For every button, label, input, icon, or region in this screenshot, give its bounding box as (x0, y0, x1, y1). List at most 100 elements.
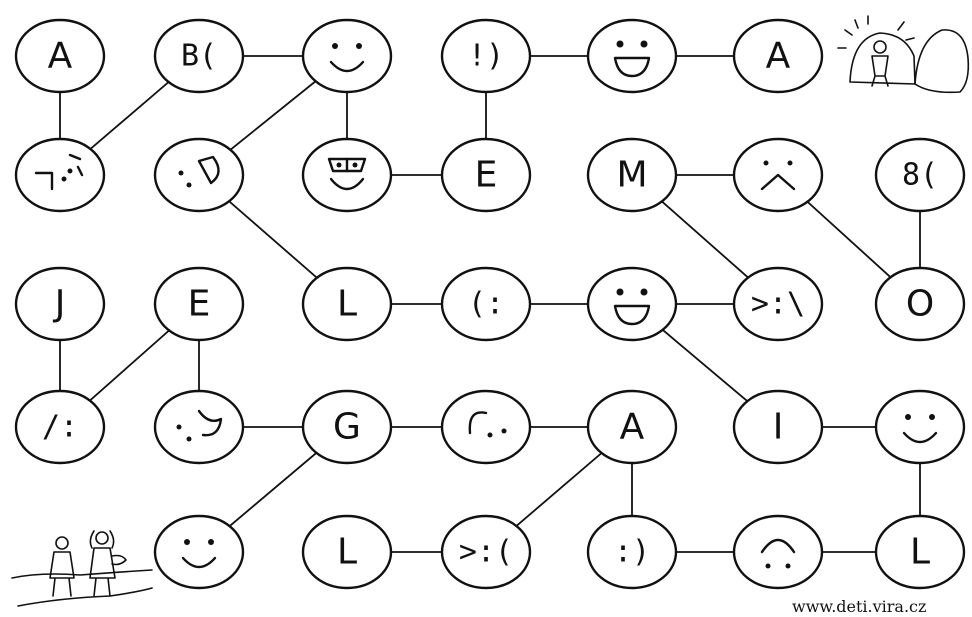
maze-node-r4c1: /: (14, 389, 106, 465)
maze-node-r5c2 (153, 514, 245, 590)
node-label: A (766, 36, 791, 77)
node-ring (153, 137, 245, 213)
maze-node-r2c2 (153, 137, 245, 213)
smile-face-icon (329, 43, 365, 73)
node-label: A (620, 407, 645, 448)
frown-face-icon (760, 160, 796, 191)
node-label: M (616, 155, 647, 196)
node-label: I (773, 407, 784, 448)
node-ring (874, 389, 966, 465)
arch-face-icon (760, 538, 796, 569)
node-label: :) (614, 535, 650, 570)
node-ring (586, 137, 678, 213)
maze-node-r1c1: A (14, 18, 106, 94)
node-label: (: (468, 287, 504, 322)
tongue-face-icon (178, 155, 220, 188)
maze-node-r1c3 (301, 18, 393, 94)
node-ring (440, 389, 532, 465)
node-ring (14, 137, 106, 213)
node-ring (874, 266, 966, 342)
maze-node-r3c5 (586, 266, 678, 342)
maze-node-r2c4: E (440, 137, 532, 213)
maze-node-r3c7: O (874, 266, 966, 342)
children-icon (11, 530, 153, 607)
node-label: !) (468, 39, 504, 74)
node-ring (586, 18, 678, 94)
node-label: E (475, 155, 498, 196)
node-label: >:\ (751, 287, 805, 322)
node-label: 8( (902, 158, 938, 193)
node-label: A (48, 36, 73, 77)
node-ring (440, 137, 532, 213)
node-ring (153, 266, 245, 342)
smile-face-icon (902, 414, 938, 444)
node-ring (586, 514, 678, 590)
node-ring (874, 137, 966, 213)
node-label: >:( (459, 535, 513, 570)
maze-node-r2c3 (301, 137, 393, 213)
node-label: B( (181, 39, 217, 74)
maze-node-r2c5: M (586, 137, 678, 213)
node-ring (301, 18, 393, 94)
maze-node-r4c3: G (301, 389, 393, 465)
maze-node-r2c7: 8( (874, 137, 966, 213)
node-ring (732, 514, 824, 590)
maze-node-r5c4: >:( (440, 514, 532, 590)
footer-url: www.deti.vira.cz (792, 597, 926, 616)
node-ring (14, 18, 106, 94)
maze-node-r3c2: E (153, 266, 245, 342)
node-ring (301, 514, 393, 590)
maze-node-r1c6: A (732, 18, 824, 94)
node-ring (440, 18, 532, 94)
node-ring (14, 266, 106, 342)
node-ring (440, 514, 532, 590)
maze-node-r3c3: L (301, 266, 393, 342)
node-ring (732, 389, 824, 465)
maze-node-r2c6 (732, 137, 824, 213)
glasses-face-icon (327, 157, 367, 191)
node-label: L (337, 532, 357, 573)
node-ring (732, 18, 824, 94)
node-label: E (188, 284, 211, 325)
maze-node-r4c2 (153, 389, 245, 465)
maze-node-r3c4: (: (440, 266, 532, 342)
node-label: L (910, 532, 930, 573)
node-ring (153, 514, 245, 590)
node-ring (14, 389, 106, 465)
maze-node-r1c4: !) (440, 18, 532, 94)
smile-face-icon (181, 539, 217, 569)
maze-node-r5c7: L (874, 514, 966, 590)
maze-node-r4c4 (440, 389, 532, 465)
node-ring (301, 137, 393, 213)
maze-node-r4c5: A (586, 389, 678, 465)
node-label: /: (42, 410, 78, 445)
maze-node-r4c7 (874, 389, 966, 465)
wink-face-icon (176, 409, 223, 442)
node-ring (732, 266, 824, 342)
node-ring (153, 389, 245, 465)
cave-with-figure-icon (837, 15, 970, 94)
maze-node-r1c5 (586, 18, 678, 94)
node-ring (301, 266, 393, 342)
node-ring (440, 266, 532, 342)
maze-node-r4c6: I (732, 389, 824, 465)
maze-node-r2c1 (14, 137, 106, 213)
maze-nodes: A B(!) A E M 8( J E L (: >:\ O /: G A I L >:(:) L (14, 18, 966, 590)
scribble-face-icon (34, 153, 84, 191)
maze-node-r5c3: L (301, 514, 393, 590)
node-label: G (333, 407, 361, 448)
node-label: L (337, 284, 357, 325)
node-ring (586, 266, 678, 342)
maze-node-r1c2: B( (153, 18, 245, 94)
maze-node-r5c5: :) (586, 514, 678, 590)
node-ring (153, 18, 245, 94)
node-ring (301, 389, 393, 465)
node-label: O (906, 284, 934, 325)
grin-face-icon (613, 40, 651, 78)
maze-node-r3c1: J (14, 266, 106, 342)
grin-face-icon (613, 288, 651, 326)
maze-node-r3c6: >:\ (732, 266, 824, 342)
node-ring (874, 514, 966, 590)
sideways-face-icon (468, 411, 507, 438)
node-label: J (53, 284, 66, 325)
